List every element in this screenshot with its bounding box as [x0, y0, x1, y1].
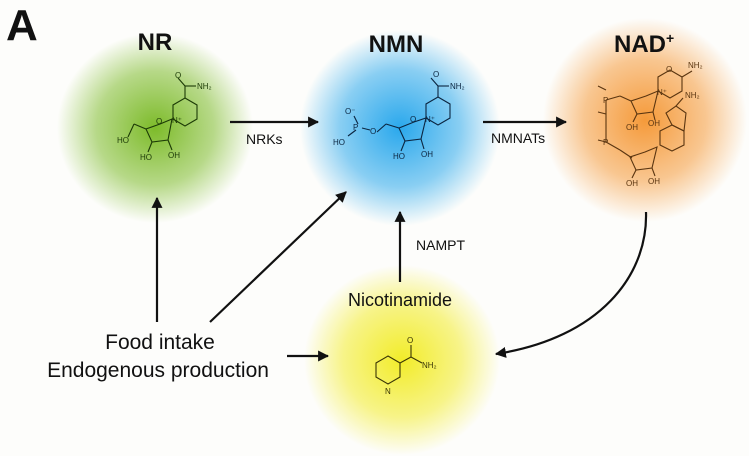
nmn-carbonyl-o: O — [433, 70, 439, 79]
nr-pyridine-ring — [172, 97, 198, 127]
nr-structure: O NH₂ N⁺ O HO HO OH — [117, 71, 212, 162]
nad-ribose-2 — [629, 146, 658, 171]
arrow-source-to-nmn — [209, 191, 347, 323]
nam-amide-nh2: NH₂ — [422, 361, 437, 370]
nmn-ring-n: N⁺ — [425, 115, 435, 124]
nr-ho-5: HO — [117, 136, 129, 145]
nad-title-main: NAD — [614, 31, 666, 58]
nmn-o-minus: O⁻ — [345, 107, 355, 116]
nmn-ester-o: O — [370, 127, 376, 136]
nmn-structure: O NH₂ N⁺ O O P O⁻ HO HO OH — [333, 70, 465, 161]
arrow-nad-to-nicotinamide — [494, 211, 648, 358]
nad-adenine-5ring — [665, 105, 687, 132]
nr-glow — [57, 33, 253, 223]
nicotinamide-structure: O NH₂ N — [375, 336, 437, 396]
nad-ring-n: N⁺ — [657, 88, 667, 97]
nad-oh-c: OH — [648, 177, 660, 186]
nmn-ho-2: HO — [393, 152, 405, 161]
nad-oh-b: OH — [626, 123, 638, 132]
enzyme-nmnats: NMNATs — [491, 130, 545, 146]
nad-glow — [543, 18, 747, 222]
nad-phosphorus-2: P — [603, 138, 608, 147]
nmn-p-ho: HO — [333, 138, 345, 147]
nicotinamide-title: Nicotinamide — [348, 290, 452, 310]
nmn-amide-nh2: NH₂ — [450, 82, 465, 91]
nad-structure: NH₂ O NH₂ N⁺ P P OH OH OH OH — [597, 61, 703, 188]
nmn-title: NMN — [369, 31, 424, 58]
nr-ribose-ring — [145, 118, 173, 143]
nmn-ring-o: O — [410, 115, 416, 124]
nad-title-charge: + — [666, 30, 674, 46]
nr-amide-nh2: NH₂ — [197, 82, 212, 91]
nr-ring-n: N⁺ — [172, 116, 182, 125]
nmn-pyridine-ring — [425, 96, 451, 126]
source-endogenous-production: Endogenous production — [47, 359, 269, 382]
nr-carbonyl-o: O — [175, 71, 181, 80]
nmn-ribose-ring — [398, 117, 427, 142]
nam-glow — [304, 265, 500, 455]
nad-carbonyl-o: O — [666, 65, 672, 74]
nad-oh-d: OH — [626, 179, 638, 188]
nad-adenine-nh2: NH₂ — [685, 91, 700, 100]
nr-ho-2: HO — [140, 153, 152, 162]
nad-ribose-1 — [630, 90, 659, 115]
nr-title: NR — [138, 29, 173, 56]
nr-oh-3: OH — [168, 151, 180, 160]
nmn-oh-3: OH — [421, 150, 433, 159]
nam-ring-n: N — [385, 387, 391, 396]
nad-title: NAD+ — [614, 30, 674, 58]
nr-ring-o: O — [156, 117, 162, 126]
enzyme-nrks: NRKs — [246, 131, 283, 147]
nam-carbonyl-o: O — [407, 336, 413, 345]
nad-oh-a: OH — [648, 119, 660, 128]
enzyme-nampt: NAMPT — [416, 237, 465, 253]
nmn-phosphorus: P — [353, 123, 358, 132]
nad-amide-nh2: NH₂ — [688, 61, 703, 70]
source-food-intake: Food intake — [105, 331, 215, 354]
nad-phosphorus-1: P — [603, 96, 608, 105]
panel-label: A — [6, 1, 38, 50]
